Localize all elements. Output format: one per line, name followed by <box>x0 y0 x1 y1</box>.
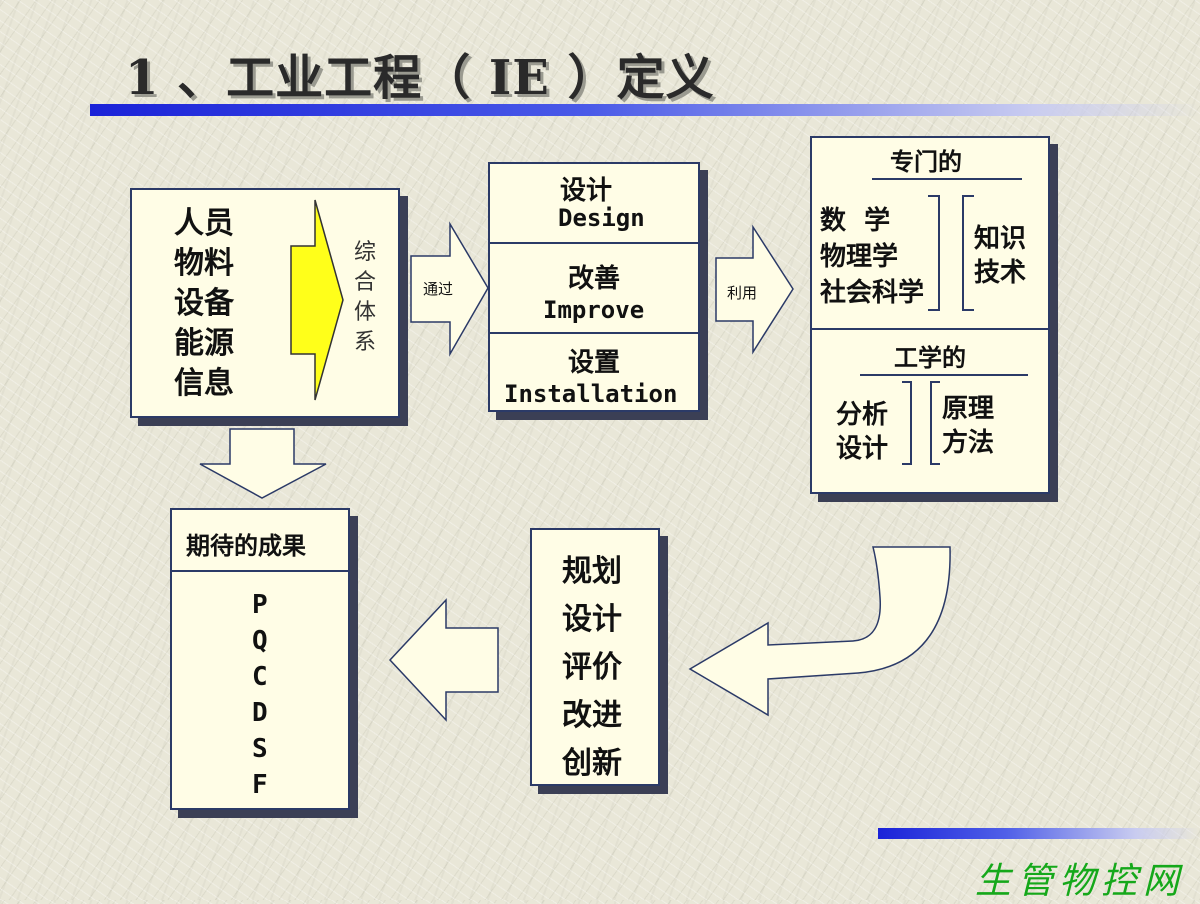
use-label: 利用 <box>727 284 758 302</box>
bracket-left-icon <box>962 195 974 311</box>
results-divider <box>172 570 348 572</box>
input-item-energy: 能源 <box>174 326 234 361</box>
special-underline <box>872 178 1022 180</box>
action-innovate: 创新 <box>562 746 622 781</box>
method-design: 设计 <box>836 434 889 464</box>
method-principle: 原理 <box>942 394 995 424</box>
right-arrow-icon <box>715 224 794 355</box>
curved-arrow-icon <box>688 546 951 717</box>
input-item-equipment: 设备 <box>174 286 234 321</box>
method-method: 方法 <box>942 428 995 458</box>
technology-label: 技术 <box>974 258 1027 288</box>
input-item-material: 物料 <box>174 246 234 281</box>
page-title: 1 、工业工程（ IE ）定义 <box>125 50 715 106</box>
brand-logo: 生管物控网 <box>975 861 1186 902</box>
engineering-title: 工学的 <box>894 344 966 372</box>
knowledge-divider <box>812 328 1048 330</box>
input-resources-box: 人员 物料 设备 能源 信息 综 合 体 系 <box>130 188 400 418</box>
action-design: 设计 <box>562 602 622 637</box>
integrate-char-3: 体 <box>354 300 377 325</box>
stage-install-cn: 设置 <box>568 348 621 378</box>
down-arrow-icon <box>199 428 327 499</box>
subject-social-science: 社会科学 <box>820 278 925 308</box>
knowledge-label: 知识 <box>974 224 1027 254</box>
bracket-right-icon <box>902 381 912 465</box>
result-letter-d: D <box>252 698 268 728</box>
results-title: 期待的成果 <box>186 532 306 560</box>
result-letter-f: F <box>252 770 268 800</box>
stage-install-en: Installation <box>504 380 678 408</box>
input-item-information: 信息 <box>174 366 234 401</box>
stage-improve-en: Improve <box>543 296 645 324</box>
stage-design-cn: 设计 <box>560 176 613 206</box>
result-letter-c: C <box>252 662 268 692</box>
left-arrow-icon <box>388 598 499 722</box>
result-letter-p: P <box>252 590 268 620</box>
method-analysis: 分析 <box>836 400 889 430</box>
footer-accent-bar <box>878 828 1200 839</box>
action-plan: 规划 <box>562 554 622 589</box>
stage-divider-2 <box>490 332 698 334</box>
special-title: 专门的 <box>890 148 962 176</box>
integrate-char-4: 系 <box>354 330 377 355</box>
integrate-char-1: 综 <box>354 240 377 265</box>
input-item-personnel: 人员 <box>174 206 234 241</box>
bracket-right-icon <box>928 195 940 311</box>
actions-box: 规划 设计 评价 改进 创新 <box>530 528 660 786</box>
stage-divider-1 <box>490 242 698 244</box>
yellow-arrow-icon <box>290 199 344 401</box>
right-arrow-icon <box>410 221 489 357</box>
action-improve: 改进 <box>562 698 622 733</box>
result-letter-s: S <box>252 734 268 764</box>
title-underline-bar <box>90 104 1200 116</box>
ie-stages-box: 设计 Design 改善 Improve 设置 Installation <box>488 162 700 412</box>
knowledge-box: 专门的 数 学 物理学 社会科学 知识 技术 工学的 分析 设计 原理 方法 <box>810 136 1050 494</box>
via-label: 通过 <box>423 280 454 298</box>
stage-improve-cn: 改善 <box>568 264 621 294</box>
bracket-left-icon <box>930 381 940 465</box>
engineering-underline <box>860 374 1028 376</box>
integrate-char-2: 合 <box>354 270 377 295</box>
subject-physics: 物理学 <box>820 242 899 272</box>
stage-design-en: Design <box>558 204 645 232</box>
subject-math: 数 学 <box>820 206 891 236</box>
action-evaluate: 评价 <box>562 650 622 685</box>
result-letter-q: Q <box>252 626 268 656</box>
results-box: 期待的成果 P Q C D S F <box>170 508 350 810</box>
